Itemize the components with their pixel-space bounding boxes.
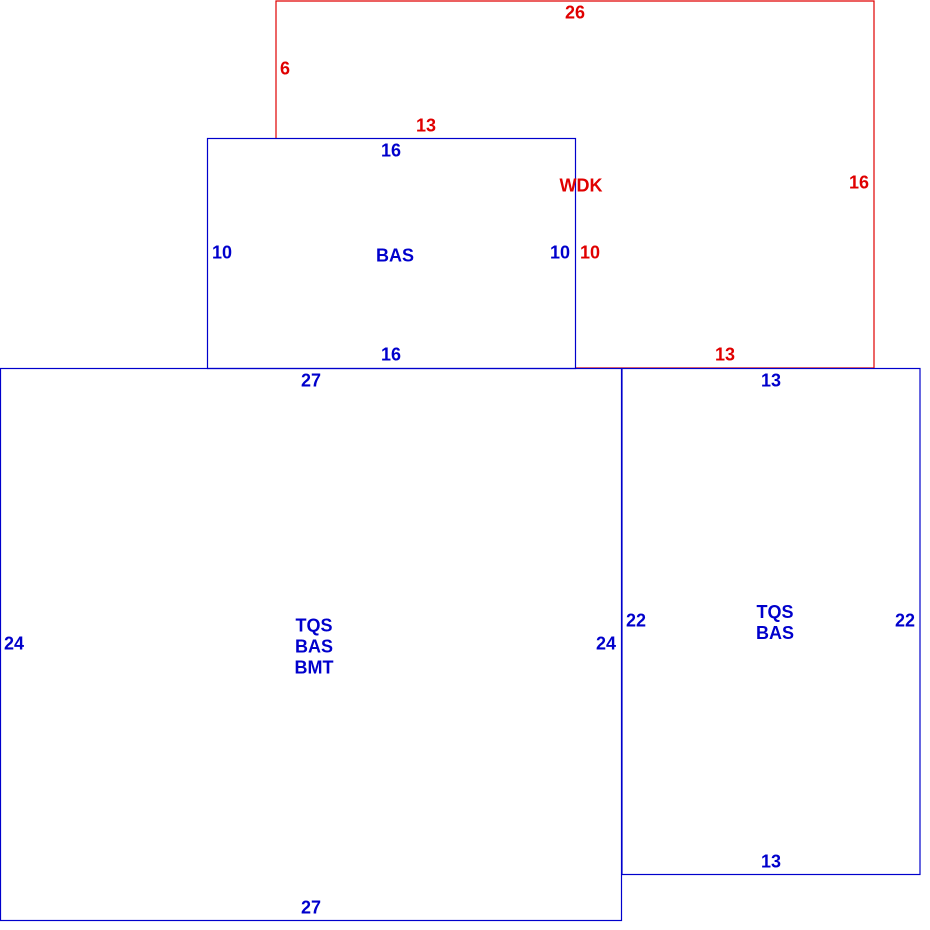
main-bottom-dimension: 27 — [300, 897, 322, 918]
wdk-inner-right-dimension: 10 — [579, 242, 601, 263]
bas-upper-top-dimension: 16 — [380, 140, 402, 161]
wdk-area-label: WDK — [559, 175, 603, 196]
wdk-top-dimension: 26 — [564, 2, 586, 23]
main-area-label: BMT — [294, 657, 334, 678]
main-area-labels: TQS BAS BMT — [295, 616, 334, 679]
right-bottom-dimension: 13 — [760, 851, 782, 872]
right-top-dimension: 13 — [760, 370, 782, 391]
right-area-label: BAS — [755, 623, 795, 643]
right-area-labels: TQS BAS — [756, 602, 794, 644]
main-left-dimension: 24 — [3, 633, 25, 654]
main-area-label: TQS — [295, 615, 333, 636]
wdk-right-dimension: 16 — [848, 172, 870, 193]
right-area-outline — [621, 367, 921, 876]
right-left-dimension: 22 — [625, 610, 647, 631]
wdk-inner-top-dimension: 13 — [415, 115, 437, 136]
wdk-bottom-dimension: 13 — [714, 344, 736, 365]
main-top-dimension: 27 — [300, 370, 322, 391]
main-area-label: BAS — [294, 636, 333, 657]
bas-upper-bottom-dimension: 16 — [380, 344, 402, 365]
right-right-dimension: 22 — [894, 610, 916, 631]
bas-upper-right-dimension: 10 — [549, 242, 571, 263]
main-right-dimension: 24 — [595, 633, 617, 654]
bas-upper-area-label: BAS — [375, 245, 415, 266]
bas-upper-left-dimension: 10 — [211, 242, 233, 263]
wdk-left-dimension: 6 — [279, 58, 291, 79]
right-area-label: TQS — [756, 602, 794, 622]
